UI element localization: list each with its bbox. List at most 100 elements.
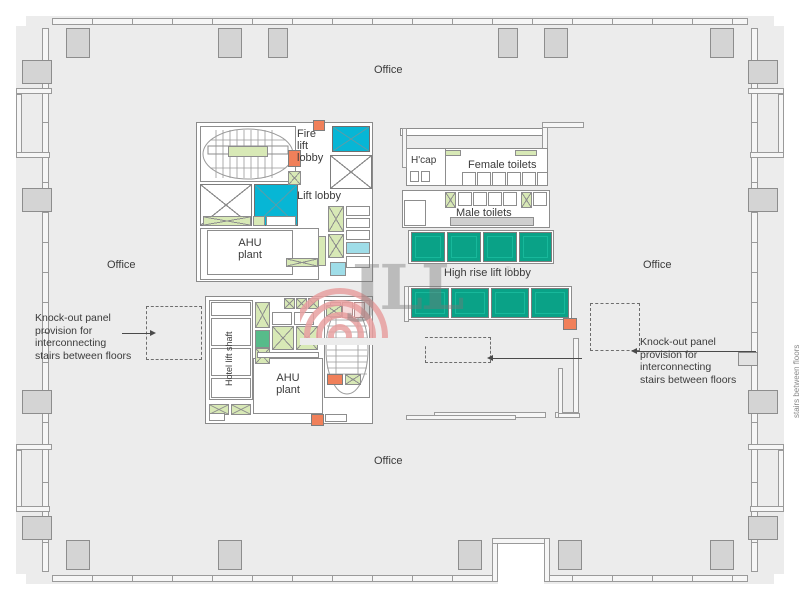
north-ahu-plant-inner [207,230,293,275]
lift-shaft-cyan [332,126,370,152]
wet-riser [346,242,370,254]
column [66,540,90,570]
corner-notch-bl [0,574,26,600]
hotel-lift-shaft [211,378,251,398]
floor-slab [16,16,784,584]
duct-run [231,404,251,415]
fixture [294,312,314,325]
column [22,188,52,212]
corner-notch-tr [774,0,800,26]
riser-cabinet [346,218,370,228]
stair-hatch [354,302,365,318]
wall-return-tl-v [16,94,22,156]
female-toilets-label: Female toilets [468,159,537,171]
perimeter-wall-right [751,28,758,572]
wall-return-tl2-h [16,152,50,158]
lift-lobby-label: Lift lobby [297,190,342,202]
fire-shutter-south [311,414,324,426]
fire-lift-lobby-label: Fire lift lobby [297,128,324,164]
column [558,540,582,570]
wc-cubicle [458,192,472,206]
urinal-row [450,217,534,226]
riser-duct [328,234,344,258]
duct-riser [255,330,270,348]
column [544,28,568,58]
perimeter-wall-top [52,18,748,25]
column [22,390,52,414]
lobby-wall-lower-left [404,286,409,322]
zone-label-office-right: Office [643,259,672,271]
lobby-wall-right-v [573,338,579,418]
wc-cubicle [477,172,491,186]
knockout-leader-left [122,333,152,334]
duct-block [272,326,294,350]
riser-cabinet [346,206,370,216]
knockout-arrowhead-left [150,330,156,336]
hotel-lift-shaft [211,348,251,376]
wc-cubicle [522,172,536,186]
knockout-note-edge: stairs between floors [792,344,800,418]
wc-cubicle [473,192,487,206]
fixture [272,312,292,325]
high-rise-lift [531,288,569,318]
riser-cabinet [346,256,370,268]
hotel-lift-shaft [211,318,251,346]
high-rise-lift [491,288,529,318]
zone-label-office-top: Office [374,64,403,76]
equipment-strip [325,414,347,422]
partition-wall-bottom-left [406,415,516,420]
hcap-label: H'cap [411,155,437,166]
column [218,540,242,570]
water-tank [330,262,346,276]
wall-return-bl-v [16,450,22,512]
column [22,516,52,540]
high-rise-lift [483,232,517,262]
duct [326,305,342,317]
knockout-panel-centre [425,337,491,363]
column [498,28,518,58]
duct-run [253,216,265,226]
column [748,390,778,414]
edge-marker-box [738,352,758,366]
zone-label-office-bottom: Office [374,455,403,467]
duct [515,150,537,156]
column [66,28,90,58]
south-ahu-plant-room [253,358,323,414]
wall-return-bl-h [16,444,52,450]
wall-return-bl2-h [16,506,50,512]
duct-block [296,326,318,350]
bottom-notch-right [544,538,550,582]
partition-wall-bottom-right-v [558,368,563,418]
lobby-entry [404,200,426,226]
south-ahu-plant-label: AHU plant [276,372,300,396]
equipment-box [209,413,225,421]
knockout-arrowhead-right [631,348,637,354]
duct [445,192,456,208]
knockout-leader-right [636,351,756,352]
column [268,28,288,58]
wall-return-tl-h [16,88,52,94]
duct-run [286,258,318,267]
duct-top [296,298,307,309]
riser-cabinet [346,230,370,240]
column [748,516,778,540]
column [458,540,482,570]
hcap-fixture [421,171,430,182]
high-rise-lift [411,288,449,318]
knockout-panel-right [590,303,640,351]
column [710,540,734,570]
wc-cubicle [537,172,548,186]
fire-lobby-duct [288,171,301,185]
wall-return-tr-v [778,94,784,156]
bottom-notch-void [498,544,544,584]
knockout-arrowhead-centre [487,355,493,361]
lobby-wall-left [402,128,407,168]
wall-return-tr2-h [750,152,784,158]
equipment-strip [266,216,296,226]
column [22,60,52,84]
fire-door [327,374,343,385]
wall-return-tr-h [748,88,784,94]
duct [345,374,361,385]
hotel-lift-shaft-label: Hotel lift shaft [224,331,234,386]
